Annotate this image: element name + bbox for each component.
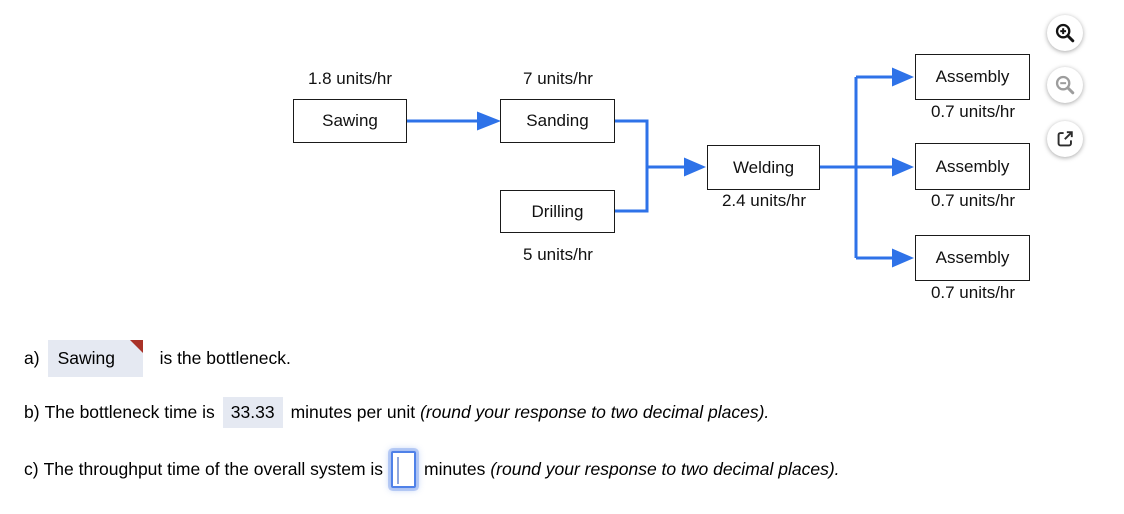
rate-label-welding: 2.4 units/hr xyxy=(721,191,807,210)
zoom-out-icon xyxy=(1055,75,1075,95)
corner-flag-icon xyxy=(129,340,143,353)
node-assembly-middle: Assembly xyxy=(915,143,1030,190)
rate-label-assembly-bottom: 0.7 units/hr xyxy=(930,283,1016,302)
question-c-text-after: minutes xyxy=(424,458,486,479)
question-a: a) Sawing is the bottleneck. xyxy=(24,340,291,377)
node-welding-label: Welding xyxy=(732,157,795,177)
rate-label-assembly-middle: 0.7 units/hr xyxy=(930,191,1016,210)
rate-label-sawing: 1.8 units/hr xyxy=(307,69,393,88)
question-c-label: c) xyxy=(24,458,39,479)
node-sawing: Sawing xyxy=(293,99,407,143)
zoom-in-icon xyxy=(1055,23,1075,43)
rate-label-assembly-top: 0.7 units/hr xyxy=(930,102,1016,121)
answer-c-input[interactable] xyxy=(391,450,417,488)
node-sanding-label: Sanding xyxy=(526,111,589,130)
question-b: b) The bottleneck time is 33.33 minutes … xyxy=(24,396,770,428)
open-in-new-icon xyxy=(1057,131,1073,147)
answer-b-field[interactable]: 33.33 xyxy=(222,396,283,428)
node-sawing-label: Sawing xyxy=(322,111,378,130)
node-sanding: Sanding xyxy=(500,99,615,143)
question-c-note: (round your response to two decimal plac… xyxy=(490,458,840,479)
question-c-text-before: The throughput time of the overall syste… xyxy=(43,458,384,479)
question-a-text: is the bottleneck. xyxy=(159,348,291,368)
answer-c-input-wrap xyxy=(391,450,417,488)
node-assembly-top-label: Assembly xyxy=(935,67,1010,86)
node-welding: Welding xyxy=(707,145,820,190)
node-drilling: Drilling xyxy=(500,190,615,233)
question-c: c) The throughput time of the overall sy… xyxy=(24,450,840,488)
open-in-new-button[interactable] xyxy=(1047,121,1083,157)
question-a-label: a) xyxy=(24,348,40,368)
text-caret-icon xyxy=(397,456,400,484)
answer-a-field[interactable]: Sawing xyxy=(47,340,143,377)
answer-a-value: Sawing xyxy=(57,348,115,368)
question-b-label: b) xyxy=(24,401,40,422)
node-drilling-label: Drilling xyxy=(531,201,584,221)
question-b-note: (round your response to two decimal plac… xyxy=(420,401,770,422)
zoom-out-button[interactable] xyxy=(1047,67,1083,103)
node-assembly-bottom-label: Assembly xyxy=(935,248,1010,267)
question-b-text-after: minutes per unit xyxy=(290,401,416,422)
flow-connectors xyxy=(407,67,914,268)
question-b-text-before: The bottleneck time is xyxy=(44,401,215,422)
rate-label-sanding: 7 units/hr xyxy=(523,69,593,88)
zoom-in-button[interactable] xyxy=(1047,15,1083,51)
rate-label-drilling: 5 units/hr xyxy=(523,245,593,264)
node-assembly-bottom: Assembly xyxy=(915,235,1030,281)
node-assembly-middle-label: Assembly xyxy=(935,156,1010,176)
node-assembly-top: Assembly xyxy=(915,54,1030,100)
